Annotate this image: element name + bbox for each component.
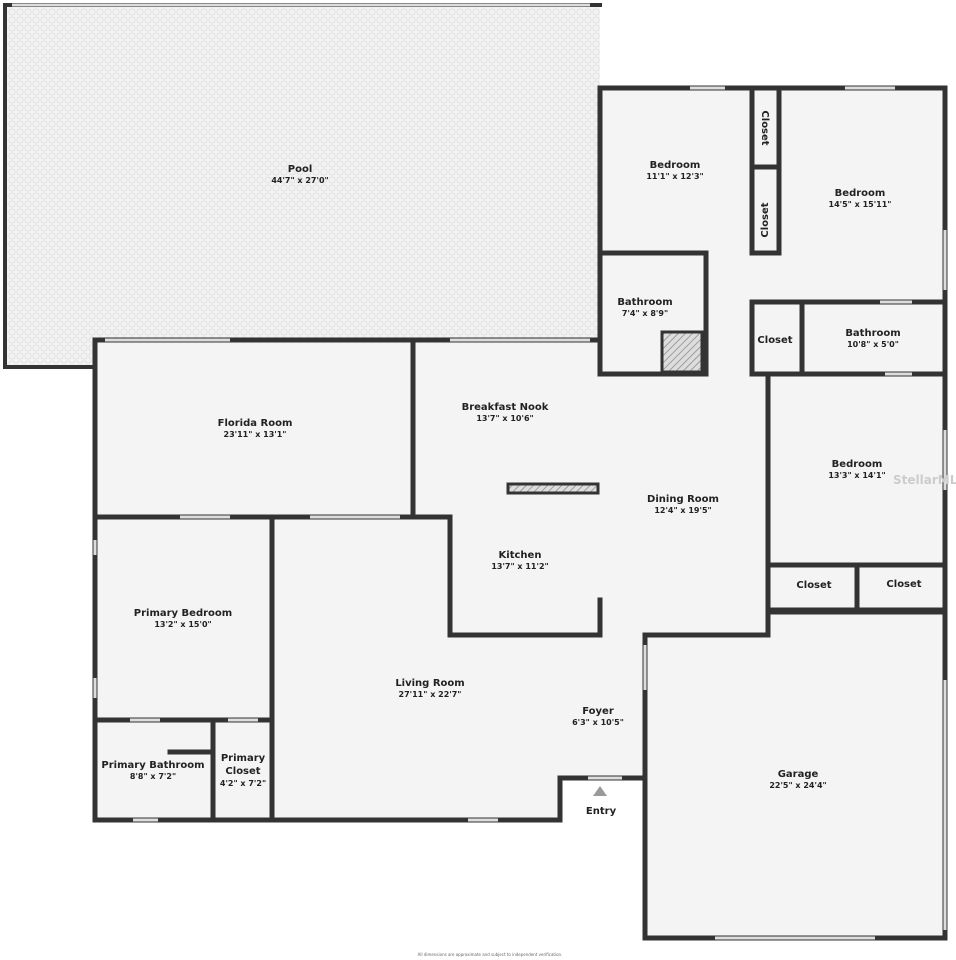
pool-area bbox=[5, 5, 600, 367]
primary-bedroom-label: Primary Bedroom bbox=[134, 608, 232, 619]
shower bbox=[660, 330, 704, 374]
primary-closet-dim: 4'2" x 7'2" bbox=[220, 779, 266, 788]
closet-label: Closet bbox=[757, 335, 792, 346]
bedroom-dim: 13'3" x 14'1" bbox=[828, 471, 885, 480]
foyer-dim: 6'3" x 10'5" bbox=[572, 718, 624, 727]
bathroom-dim: 7'4" x 8'9" bbox=[622, 309, 668, 318]
living-room-dim: 27'11" x 22'7" bbox=[399, 690, 462, 699]
pool-dim: 44'7" x 27'0" bbox=[271, 176, 328, 185]
garage-dim: 22'5" x 24'4" bbox=[769, 781, 826, 790]
counter bbox=[506, 482, 600, 495]
dining-room-label: Dining Room bbox=[647, 494, 719, 505]
primary-closet-label-2: Closet bbox=[225, 766, 260, 777]
closet-label: Closet bbox=[796, 580, 831, 591]
bedroom-dim: 11'1" x 12'3" bbox=[646, 172, 703, 181]
watermark: StellarMLS bbox=[893, 473, 956, 487]
bathroom-label: Bathroom bbox=[617, 297, 672, 308]
bedroom-dim: 14'5" x 15'11" bbox=[829, 200, 892, 209]
foyer-label: Foyer bbox=[582, 706, 614, 717]
entry-arrow-icon bbox=[593, 786, 607, 796]
bedroom-label: Bedroom bbox=[835, 188, 886, 199]
primary-bedroom-dim: 13'2" x 15'0" bbox=[154, 620, 211, 629]
primary-closet-label: Primary bbox=[221, 753, 266, 764]
closet-label: Closet bbox=[759, 110, 770, 145]
kitchen-label: Kitchen bbox=[499, 550, 542, 561]
dining-room-dim: 12'4" x 19'5" bbox=[654, 506, 711, 515]
entry-step bbox=[560, 778, 645, 823]
breakfast-nook-dim: 13'7" x 10'6" bbox=[476, 414, 533, 423]
florida-room-dim: 23'11" x 13'1" bbox=[224, 430, 287, 439]
closet-label: Closet bbox=[760, 202, 771, 237]
entry-label: Entry bbox=[586, 806, 617, 817]
bathroom-dim: 10'8" x 5'0" bbox=[847, 340, 899, 349]
garage-label: Garage bbox=[778, 769, 819, 780]
living-room-label: Living Room bbox=[395, 678, 464, 689]
bedroom-label: Bedroom bbox=[832, 459, 883, 470]
bedroom-label: Bedroom bbox=[650, 160, 701, 171]
primary-bathroom-dim: 8'8" x 7'2" bbox=[130, 772, 176, 781]
primary-bathroom-label: Primary Bathroom bbox=[101, 760, 204, 771]
footer-disclaimer: All dimensions are approximate and subje… bbox=[418, 952, 563, 957]
pool-label: Pool bbox=[288, 164, 313, 175]
bathroom-label: Bathroom bbox=[845, 328, 900, 339]
kitchen-dim: 13'7" x 11'2" bbox=[491, 562, 548, 571]
breakfast-nook-label: Breakfast Nook bbox=[462, 402, 549, 413]
florida-room-label: Florida Room bbox=[218, 418, 293, 429]
closet-label: Closet bbox=[886, 579, 921, 590]
